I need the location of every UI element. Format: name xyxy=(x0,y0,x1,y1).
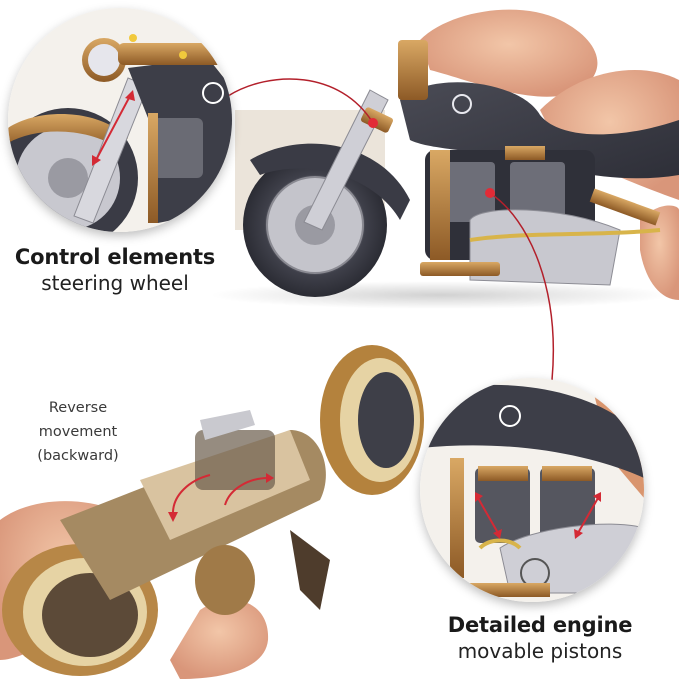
zoom-circle-engine xyxy=(420,378,644,602)
reverse-note-line-2: movement xyxy=(38,424,118,440)
reverse-movement-note: Reverse movement (backward) xyxy=(30,396,126,468)
caption-engine-subtitle: movable pistons xyxy=(457,639,623,663)
connector-line-steering xyxy=(227,78,374,124)
caption-steering-subtitle: steering wheel xyxy=(41,271,189,295)
marker-dot-steering xyxy=(368,118,378,128)
caption-steering: Control elements steering wheel xyxy=(0,244,230,296)
marker-dot-engine xyxy=(485,188,495,198)
reverse-rotation-arrows xyxy=(168,473,274,522)
caption-steering-title: Control elements xyxy=(14,245,216,269)
reverse-note-line-1: Reverse xyxy=(48,400,108,416)
caption-engine-title: Detailed engine xyxy=(447,613,633,637)
zoom-circle-steering xyxy=(8,8,232,232)
caption-engine: Detailed engine movable pistons xyxy=(420,612,660,664)
connector-line-engine xyxy=(489,192,554,381)
motorcycle-side-view xyxy=(210,40,679,309)
motorcycle-top-view-in-hand xyxy=(0,345,424,679)
reverse-note-line-3: (backward) xyxy=(37,448,119,464)
